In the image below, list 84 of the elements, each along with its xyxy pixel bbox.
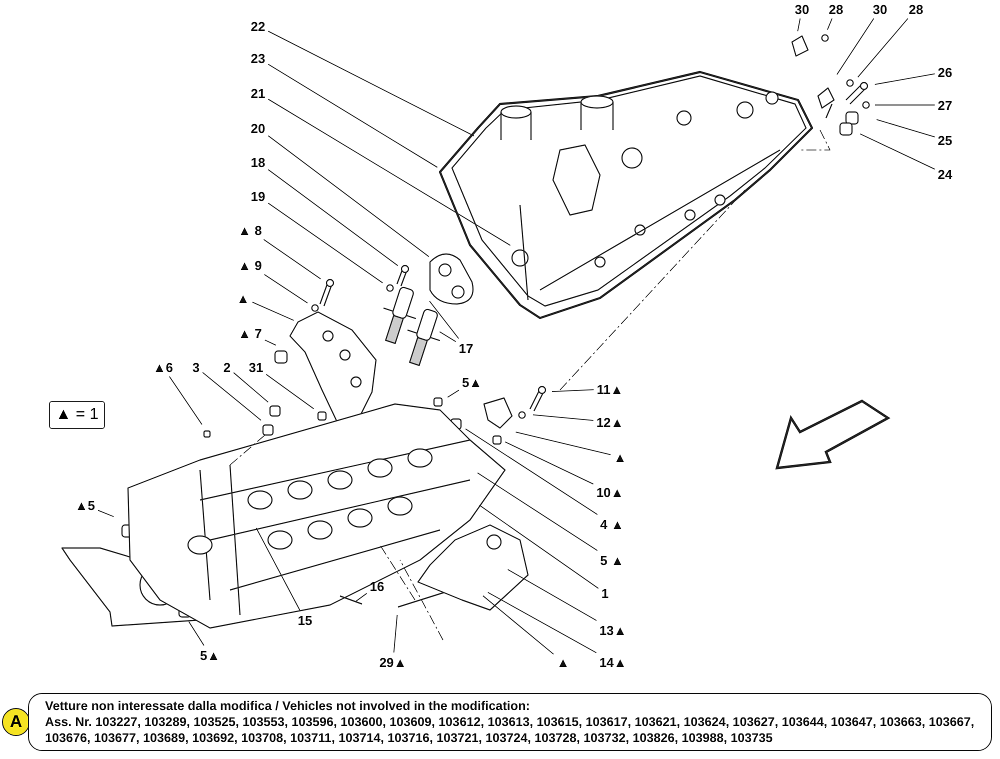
leader-line	[465, 428, 598, 515]
leader-line	[482, 595, 554, 655]
callout-number: 30	[872, 2, 888, 16]
callout-number: 19	[250, 188, 266, 204]
callout-number: 18	[250, 154, 266, 170]
callout-number: ▲ 9	[237, 258, 263, 272]
callout-number: 12▲	[595, 414, 625, 430]
callout-number: ▲ 7	[237, 326, 263, 340]
letter-badge: A	[2, 708, 30, 736]
leader-line	[552, 389, 594, 392]
leader-line	[263, 239, 322, 280]
callout-number: 24	[936, 166, 954, 182]
callout-number: 26	[936, 64, 954, 80]
callout-number: 10▲	[595, 484, 625, 500]
leader-line	[264, 340, 276, 346]
leader-line	[439, 331, 456, 342]
callout-number: 5 ▲	[599, 552, 625, 568]
leader-line	[447, 390, 460, 398]
leader-line	[487, 592, 597, 654]
callout-number: 25	[936, 132, 954, 148]
leader-line	[797, 18, 801, 32]
leader-line	[268, 64, 438, 168]
callout-number: 16	[368, 578, 386, 594]
leader-line	[532, 414, 594, 421]
callout-number: 31	[248, 360, 264, 374]
leader-line	[268, 30, 474, 136]
callout-number: ▲	[236, 290, 250, 306]
leader-line	[515, 432, 612, 456]
key-box: ▲ = 1	[48, 401, 106, 429]
callout-number: 30	[794, 2, 810, 16]
leader-line	[478, 504, 599, 589]
leader-line	[393, 614, 398, 653]
leader-line	[266, 374, 314, 410]
callout-number: 3	[191, 360, 201, 374]
leader-line	[233, 372, 269, 403]
callout-number: 5▲	[198, 648, 222, 662]
leader-line	[188, 621, 204, 646]
callout-number: ▲6	[152, 360, 174, 374]
leader-line	[860, 133, 936, 170]
callout-number: ▲ 8	[237, 222, 263, 238]
leader-line	[268, 98, 511, 246]
leader-line	[429, 300, 460, 339]
leader-line	[836, 18, 874, 75]
leader-line	[504, 441, 594, 484]
callout-number: 28	[908, 2, 924, 16]
callout-number: 28	[828, 2, 844, 16]
leader-line	[98, 510, 114, 518]
callout-number: 15	[296, 612, 314, 628]
leader-line	[252, 302, 294, 321]
leader-line	[354, 592, 368, 602]
leader-line	[827, 18, 833, 30]
leader-line	[264, 274, 308, 304]
callout-number: 13▲	[598, 622, 628, 638]
callout-number: ▲5	[74, 498, 96, 512]
callout-number: 22	[250, 18, 266, 34]
leader-line	[874, 104, 936, 106]
note-box	[28, 693, 992, 751]
leader-line	[268, 169, 398, 266]
leader-line	[876, 119, 936, 138]
callout-number: 4 ▲	[599, 516, 625, 532]
note-text: Ass. Nr. 103227, 103289, 103525, 103553, 103596, 103600, 103609, 103612, 103613, 103615, 103617, 103621, 103624, 103627, 103644, 103647, 103663, 103667, 103676, 103677, 103689, 103692, 103708, 103711, 103714, 103716, 103721, 103724, 103728, 103732, 103826, 103988, 103735	[45, 714, 976, 746]
callout-number: 1	[600, 586, 610, 600]
leader-line	[168, 376, 202, 425]
callout-number: 5▲	[460, 374, 484, 390]
callout-number: 2	[222, 360, 232, 374]
callout-number: 14▲	[598, 654, 628, 670]
leader-line	[507, 569, 597, 621]
callout-number: ▲	[612, 450, 628, 464]
callout-number: 27	[936, 98, 954, 112]
callout-number: 11▲	[596, 382, 624, 396]
leader-line	[874, 73, 936, 85]
callout-number: 20	[250, 120, 266, 136]
leader-line	[202, 372, 262, 421]
callout-number: 29▲	[378, 654, 408, 670]
leader-line	[268, 202, 384, 284]
callout-number: 23	[250, 50, 266, 66]
leader-line	[477, 472, 598, 551]
leader-line	[256, 528, 300, 611]
callout-number: 17	[458, 340, 474, 356]
leader-line	[857, 18, 908, 78]
callout-number: ▲	[556, 654, 570, 670]
note-heading: Vetture non interessate dalla modifica / Vehicles not involved in the modification:	[45, 698, 531, 714]
leader-line	[268, 135, 430, 258]
callout-number: 21	[250, 86, 266, 100]
